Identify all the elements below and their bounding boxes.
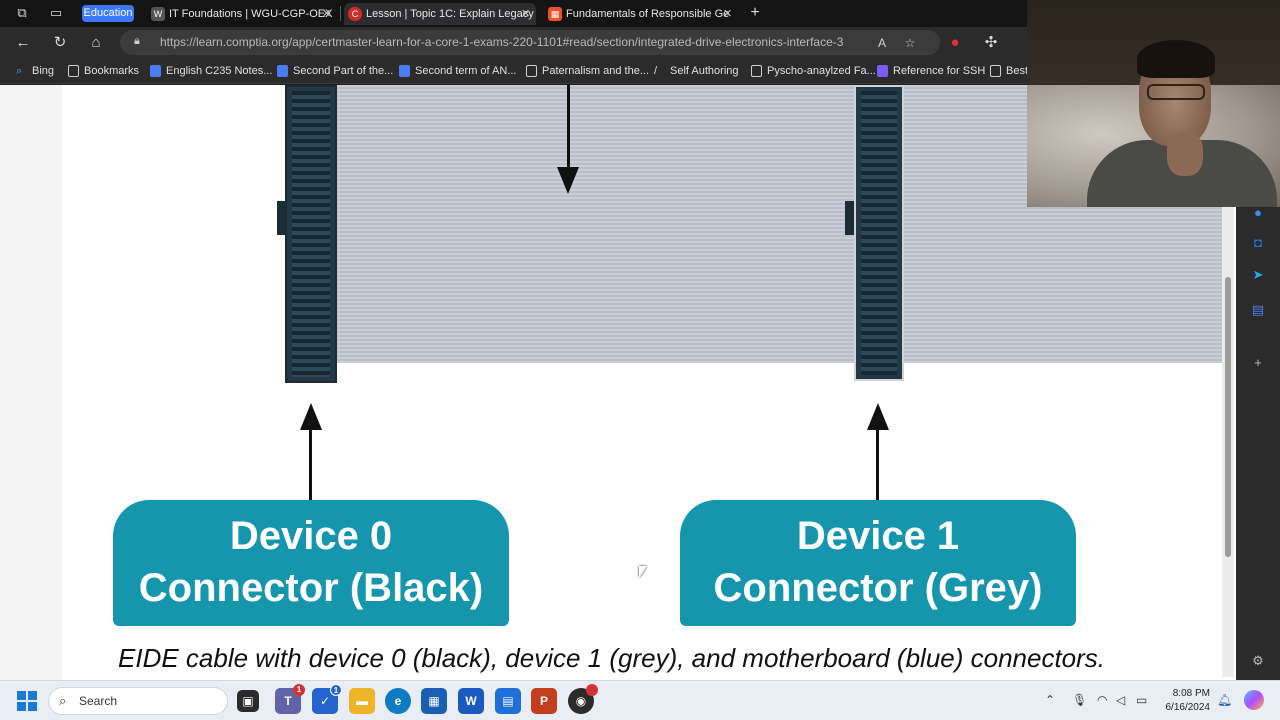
docs-icon — [277, 65, 288, 77]
tab-it-foundations[interactable]: W IT Foundations | WGU-CGP-OEX ✕ — [147, 3, 337, 25]
document-icon — [990, 65, 1001, 77]
tab-title: Fundamentals of Responsible Ge — [566, 8, 730, 20]
tab-title: Lesson | Topic 1C: Explain Legacy — [366, 8, 534, 20]
tab-group-education[interactable]: Education — [82, 5, 134, 22]
arrow-shaft — [567, 85, 570, 170]
microsoft-favicon-icon: ▦ — [548, 7, 562, 21]
send-icon[interactable]: ➤ — [1252, 267, 1264, 282]
bookmark-best[interactable]: Best — [988, 62, 1028, 80]
page-content: Device 0 Connector (Black) Device 1 Conn… — [0, 85, 1236, 680]
workspaces-icon[interactable]: ⧉ — [17, 5, 27, 20]
arrow-shaft — [309, 428, 312, 500]
microphone-icon[interactable]: 🎙︎ — [1072, 693, 1088, 707]
edge-browser-icon[interactable]: e — [385, 688, 411, 714]
word-icon[interactable]: W — [458, 688, 484, 714]
docs-icon — [150, 65, 161, 77]
refresh-icon[interactable]: ↻ — [53, 34, 67, 51]
bookmark-pyscho[interactable]: Pyscho-anaylzed Fa... — [749, 62, 876, 80]
notes-icon[interactable]: ▤ — [1251, 302, 1265, 317]
lock-icon: 🔒︎ — [134, 35, 140, 47]
notification-bell-icon[interactable]: 🔔︎ — [1217, 693, 1233, 707]
document-icon — [751, 65, 762, 77]
mouse-cursor-icon — [639, 566, 647, 578]
bookmark-bing[interactable]: ⌕Bing — [16, 65, 55, 77]
copilot-icon[interactable] — [1244, 690, 1264, 710]
store-icon[interactable]: ▦ — [421, 688, 447, 714]
extensions-puzzle-icon[interactable]: ✣ — [984, 34, 998, 51]
page-scrollbar[interactable] — [1222, 207, 1234, 677]
bookmark-second-part[interactable]: Second Part of the... — [275, 62, 393, 80]
battery-icon[interactable]: ▭ — [1136, 693, 1148, 707]
pen-icon: / — [654, 65, 658, 77]
tab-actions-icon[interactable]: ▭ — [49, 5, 63, 20]
close-tab-icon[interactable]: ✕ — [521, 8, 531, 20]
favorite-star-icon[interactable]: ☆ — [904, 36, 916, 50]
bookmark-english-notes[interactable]: English C235 Notes... — [148, 62, 272, 80]
add-sidebar-icon[interactable]: + — [1254, 355, 1262, 370]
windows-start-icon[interactable] — [17, 691, 37, 711]
notepad-icon[interactable]: ▤ — [495, 688, 521, 714]
task-view-icon[interactable]: ▣ — [237, 690, 259, 712]
tray-expand-icon[interactable]: ⌃ — [1045, 693, 1056, 707]
obs-icon[interactable]: ◉ — [568, 684, 598, 714]
webcam-overlay — [1027, 0, 1280, 207]
arrow-up-icon — [300, 403, 322, 430]
bing-chat-icon[interactable]: ● — [1254, 205, 1262, 220]
bookmark-folder[interactable]: Bookmarks — [66, 62, 139, 80]
arrow-down-icon — [557, 167, 579, 194]
tab-comptia-lesson[interactable]: C Lesson | Topic 1C: Explain Legacy ✕ — [344, 3, 536, 25]
figure-caption: EIDE cable with device 0 (black), device… — [118, 643, 1106, 673]
bookmark-second-term[interactable]: Second term of AN... — [397, 62, 517, 80]
todo-icon[interactable]: ✓1 — [312, 684, 342, 714]
close-tab-icon[interactable]: ✕ — [322, 8, 332, 20]
search-icon: ⌕ — [16, 65, 23, 77]
bookmark-self-authoring[interactable]: /Self Authoring — [654, 65, 739, 77]
file-explorer-icon[interactable]: ▬ — [349, 688, 375, 714]
url-text: https://learn.comptia.org/app/certmaster… — [160, 35, 844, 49]
device1-label: Device 1 Connector (Grey) — [680, 500, 1076, 626]
wgu-favicon-icon: W — [151, 7, 165, 21]
tab-title: IT Foundations | WGU-CGP-OEX — [169, 8, 333, 20]
docs-icon — [399, 65, 410, 77]
tab-separator — [340, 6, 341, 21]
settings-gear-icon[interactable]: ⚙ — [1252, 653, 1264, 668]
arrow-shaft — [876, 428, 879, 500]
bookmark-paternalism[interactable]: Paternalism and the... — [524, 62, 649, 80]
device0-connector-black — [285, 85, 337, 383]
comptia-favicon-icon: C — [348, 7, 362, 21]
search-icon: ⌕ — [59, 693, 67, 708]
wifi-icon[interactable]: ◠ — [1097, 693, 1108, 707]
taskbar-clock[interactable]: 8:08 PM 6/16/2024 — [1165, 688, 1211, 713]
tab-responsible-ai[interactable]: ▦ Fundamentals of Responsible Ge ✕ — [544, 3, 738, 25]
device0-label: Device 0 Connector (Black) — [113, 500, 509, 626]
close-tab-icon[interactable]: ✕ — [723, 8, 733, 20]
arrow-up-icon — [867, 403, 889, 430]
volume-icon[interactable]: ◁ — [1116, 693, 1126, 707]
new-tab-icon[interactable]: + — [750, 4, 760, 21]
app-icon — [877, 65, 888, 77]
document-icon — [68, 65, 79, 77]
taskbar-search[interactable]: ⌕ Search — [48, 687, 228, 715]
powerpoint-icon[interactable]: P — [531, 688, 557, 714]
extension-icon[interactable]: ● — [950, 34, 960, 51]
document-icon — [526, 65, 537, 77]
home-icon[interactable]: ⌂ — [91, 34, 101, 51]
address-bar[interactable]: 🔒︎ https://learn.comptia.org/app/certmas… — [120, 30, 940, 55]
outlook-icon[interactable]: ◘ — [1254, 235, 1262, 250]
read-aloud-icon[interactable]: A — [877, 36, 886, 50]
scroll-thumb[interactable] — [1225, 277, 1231, 557]
back-icon[interactable]: ← — [15, 34, 31, 51]
bookmark-ssh[interactable]: Reference for SSH — [875, 62, 985, 80]
device1-connector-grey — [854, 85, 904, 381]
